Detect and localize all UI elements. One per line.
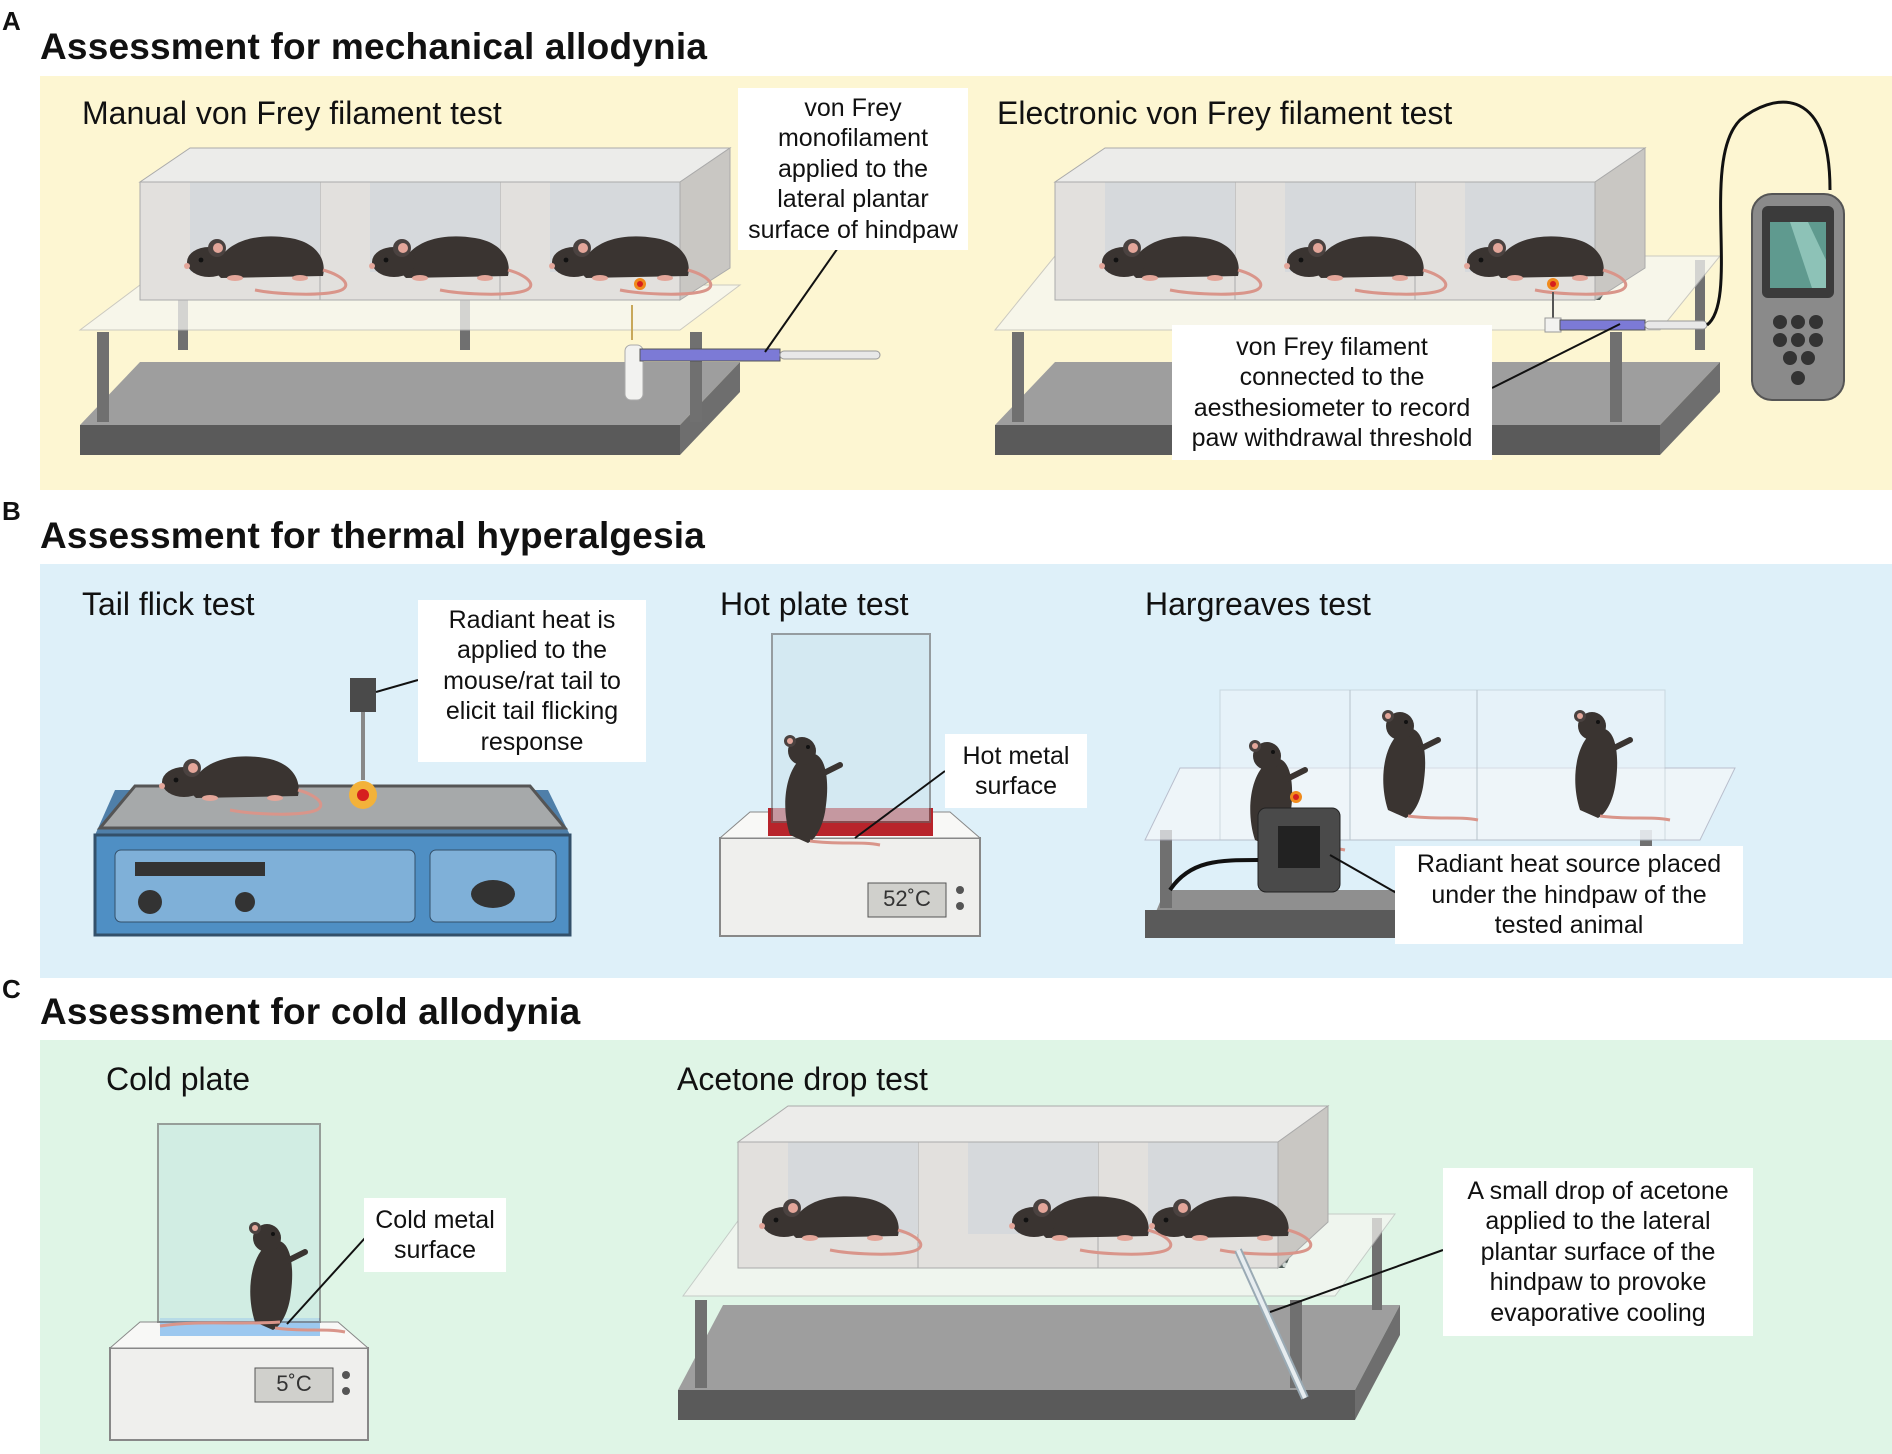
panel-b-title: Assessment for thermal hyperalgesia bbox=[40, 515, 706, 556]
cold-plate-apparatus bbox=[108, 1123, 370, 1441]
panel-c-letter: C bbox=[2, 974, 21, 1004]
panel-c-title: Assessment for cold allodynia bbox=[40, 991, 581, 1032]
tail-flick-title: Tail flick test bbox=[82, 586, 255, 622]
cold-plate-title: Cold plate bbox=[106, 1061, 251, 1097]
electronic-von-frey-title: Electronic von Frey filament test bbox=[997, 95, 1453, 131]
hot-plate-display: 52˚C bbox=[883, 886, 931, 911]
manual-von-frey-title: Manual von Frey filament test bbox=[82, 95, 502, 131]
hargreaves-callout: Radiant heat source placed under the hin… bbox=[1395, 846, 1743, 944]
cold-plate-callout: Cold metal surface bbox=[364, 1198, 506, 1272]
panel-b-letter: B bbox=[2, 496, 21, 526]
hot-plate-title: Hot plate test bbox=[720, 586, 909, 622]
hot-plate-apparatus bbox=[718, 633, 982, 937]
manual-von-frey-apparatus bbox=[78, 147, 881, 455]
acetone-drop-title: Acetone drop test bbox=[677, 1061, 928, 1097]
hargreaves-title: Hargreaves test bbox=[1145, 586, 1371, 622]
electronic-von-frey-callout: von Frey filament connected to the aesth… bbox=[1172, 325, 1492, 460]
cold-plate-display: 5˚C bbox=[276, 1371, 312, 1396]
panel-a-letter: A bbox=[2, 6, 21, 36]
manual-von-frey-callout: von Frey monofilament applied to the lat… bbox=[738, 88, 968, 250]
acetone-drop-apparatus bbox=[678, 1105, 1444, 1420]
panel-a-title: Assessment for mechanical allodynia bbox=[40, 26, 708, 67]
acetone-drop-callout: A small drop of acetone applied to the l… bbox=[1443, 1168, 1753, 1336]
hot-plate-callout: Hot metal surface bbox=[945, 734, 1087, 808]
tail-flick-apparatus bbox=[93, 678, 572, 937]
tail-flick-callout: Radiant heat is applied to the mouse/rat… bbox=[418, 600, 646, 762]
